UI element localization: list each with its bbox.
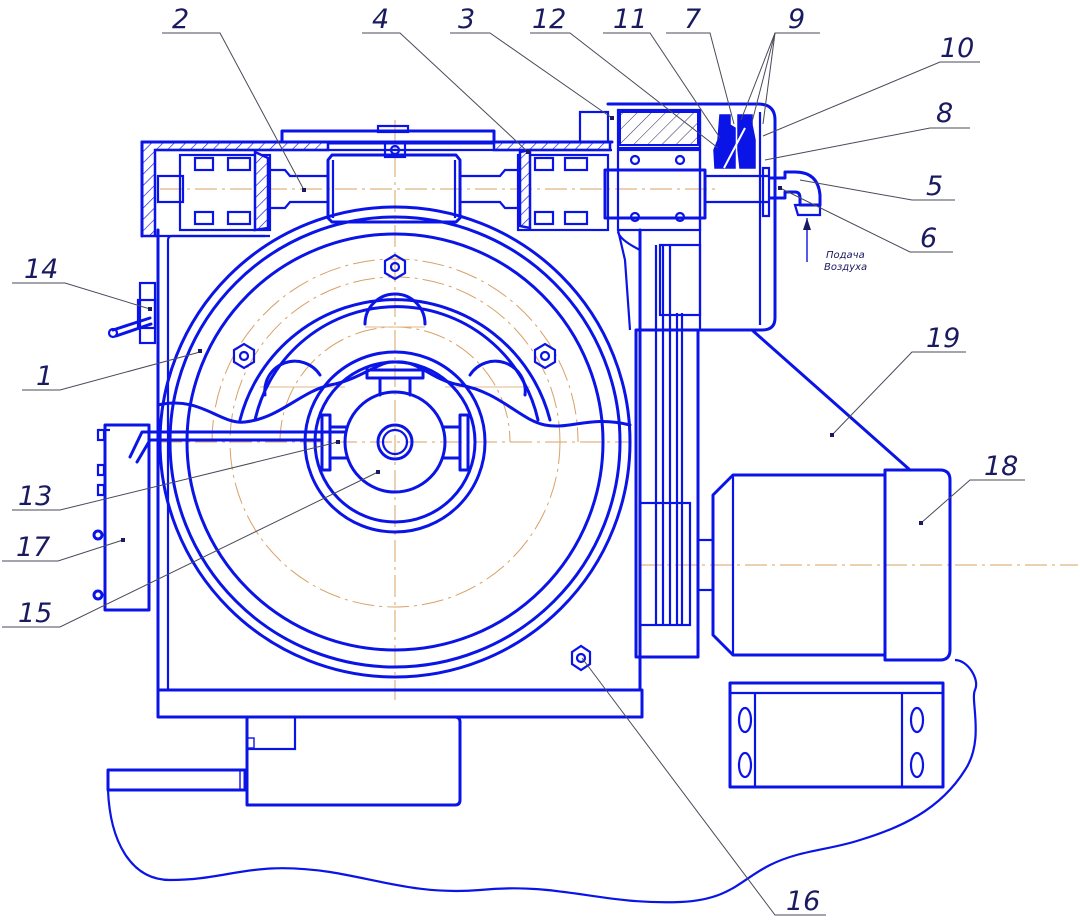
callout-17: 17	[16, 532, 50, 563]
break-line	[106, 658, 978, 904]
air-supply-line2: Воздуха	[824, 262, 867, 273]
leader-lines	[2, 32, 1025, 916]
callout-19: 19	[926, 323, 960, 354]
nut-top	[383, 253, 407, 281]
callout-10: 10	[940, 33, 974, 64]
callout-1: 1	[36, 361, 53, 392]
belt-drive	[634, 243, 715, 659]
nut-left	[232, 342, 256, 370]
air-supply-line1: Подача	[826, 250, 865, 261]
callout-7: 7	[684, 4, 701, 35]
callout-5: 5	[926, 171, 943, 202]
callout-18: 18	[984, 451, 1018, 482]
callout-8: 8	[936, 98, 953, 129]
callout-15: 15	[18, 598, 52, 629]
air-supply-note: Подача Воздуха	[824, 250, 867, 273]
callout-labels: 1 2 3 4 5 6 7 8 9 10 11 12 13 14 15 16 1…	[16, 4, 1018, 917]
callout-6: 6	[920, 223, 937, 254]
control-box-17	[92, 423, 151, 612]
callout-14: 14	[24, 254, 58, 285]
callout-13: 13	[18, 481, 52, 512]
nut-right	[533, 342, 557, 370]
callout-16: 16	[786, 886, 820, 917]
nut-16	[570, 644, 592, 672]
callout-3: 3	[458, 4, 475, 35]
callout-11: 11	[613, 4, 647, 35]
callout-9: 9	[788, 4, 805, 35]
electric-motor	[711, 468, 952, 662]
callout-12: 12	[532, 4, 566, 35]
shaft-housing	[140, 102, 822, 332]
callout-2: 2	[172, 4, 189, 35]
worm-wheel	[128, 205, 632, 679]
mounting-bracket	[728, 681, 945, 789]
handle-14	[107, 281, 157, 345]
callout-4: 4	[372, 4, 389, 35]
